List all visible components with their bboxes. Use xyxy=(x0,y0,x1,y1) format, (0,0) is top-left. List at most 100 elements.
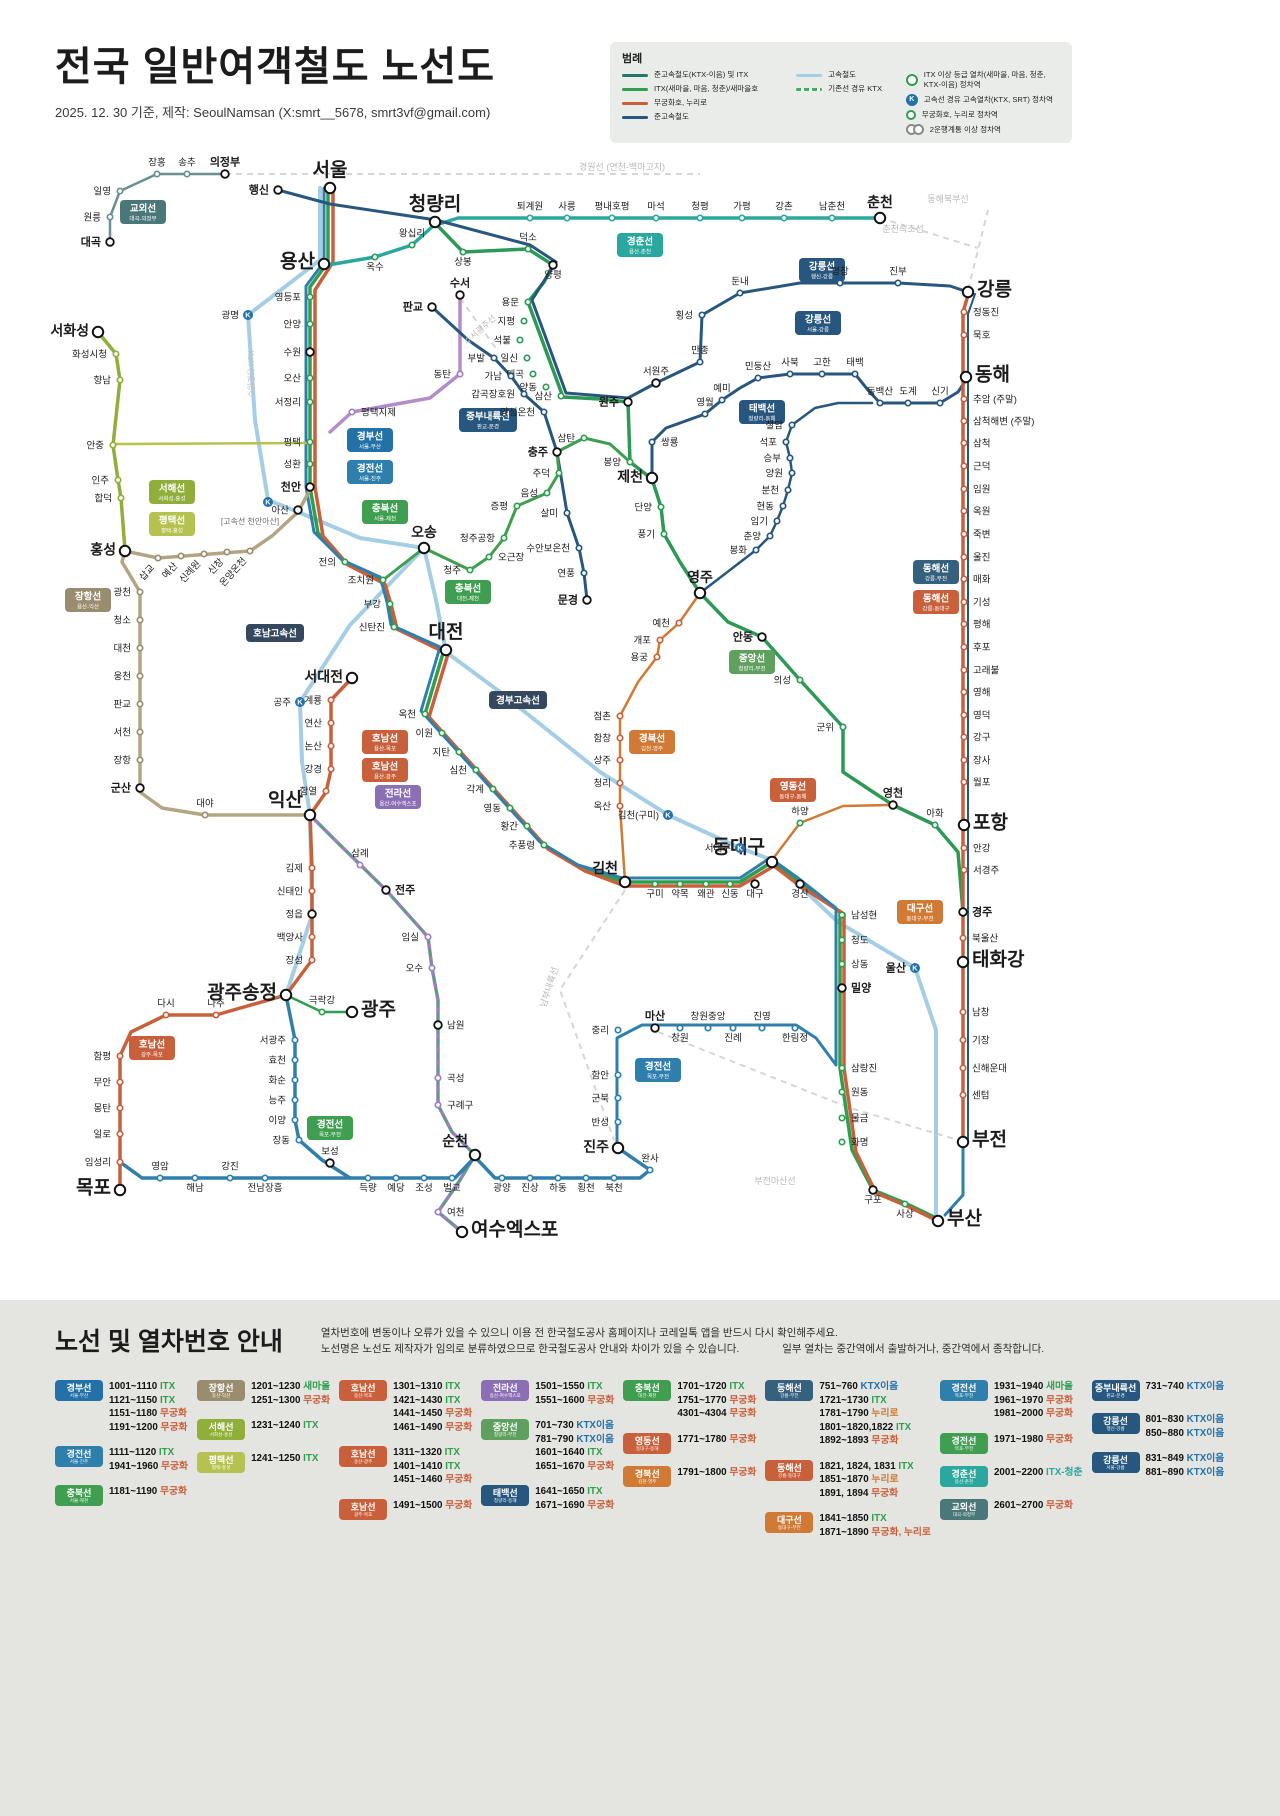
station-영덕[interactable]: 영덕 xyxy=(960,711,990,722)
station-화순[interactable]: 화순 xyxy=(269,1076,299,1087)
station-태화강[interactable]: 태화강 xyxy=(956,949,1025,971)
station-대전[interactable]: 대전 xyxy=(429,621,464,657)
station-후포[interactable]: 후포 xyxy=(960,643,991,654)
station-일신[interactable]: 일신 xyxy=(501,354,531,365)
station-증평[interactable]: 증평 xyxy=(491,502,521,513)
station-진례[interactable]: 진례 xyxy=(724,1024,742,1044)
station-영월[interactable]: 영월 xyxy=(696,397,714,418)
station-동백산[interactable]: 동백산 xyxy=(867,387,893,407)
station-정동진[interactable]: 정동진 xyxy=(960,308,999,319)
station-원릉[interactable]: 원릉 xyxy=(84,213,114,224)
station-장사[interactable]: 장사 xyxy=(960,756,991,767)
station-매곡[interactable]: 매곡 xyxy=(507,370,537,381)
station-묵호[interactable]: 묵호 xyxy=(960,331,991,342)
station-청주[interactable]: 청주 xyxy=(444,566,474,577)
station-충주[interactable]: 충주 xyxy=(528,445,562,459)
station-진상[interactable]: 진상 xyxy=(521,1174,539,1194)
station-삼산[interactable]: 삼산 xyxy=(535,392,565,403)
station-삼척[interactable]: 삼척 xyxy=(960,439,990,450)
station-장성[interactable]: 장성 xyxy=(286,956,316,967)
station-안중[interactable]: 안중 xyxy=(87,441,117,452)
station-안양[interactable]: 안양 xyxy=(284,320,314,331)
station-삼탄[interactable]: 삼탄 xyxy=(558,434,588,445)
station-수원[interactable]: 수원 xyxy=(284,347,315,359)
station-인주[interactable]: 인주 xyxy=(92,476,122,487)
station-옥원[interactable]: 옥원 xyxy=(960,507,990,518)
station-사릉[interactable]: 사릉 xyxy=(558,202,576,222)
station-신태인[interactable]: 신태인 xyxy=(277,887,316,898)
station-능주[interactable]: 능주 xyxy=(269,1096,299,1107)
station-근덕[interactable]: 근덕 xyxy=(960,462,990,473)
station-함평[interactable]: 함평 xyxy=(94,1052,124,1063)
station-덕소[interactable]: 덕소 xyxy=(519,233,537,253)
station-의성[interactable]: 의성 xyxy=(774,676,804,687)
station-광명[interactable]: K광명 xyxy=(222,310,253,322)
station-상동[interactable]: 상동 xyxy=(838,960,869,971)
station-서경주[interactable]: 서경주 xyxy=(960,865,999,877)
station-사상[interactable]: 사상 xyxy=(896,1200,914,1220)
station-센텀[interactable]: 센텀 xyxy=(959,1090,989,1102)
station-옥수[interactable]: 옥수 xyxy=(366,253,384,273)
station-김제[interactable]: 김제 xyxy=(286,863,316,875)
station-오산[interactable]: 오산 xyxy=(284,374,314,385)
station-화성시청[interactable]: 화성시청 xyxy=(72,350,120,361)
station-주덕[interactable]: 주덕 xyxy=(533,469,563,480)
station-여수엑스포[interactable]: 여수엑스포 xyxy=(455,1219,559,1241)
station-옥천[interactable]: 옥천 xyxy=(399,710,429,721)
station-철암[interactable]: 철암 xyxy=(766,420,796,432)
station-양동[interactable]: 양동 xyxy=(520,383,550,394)
station-평택[interactable]: 평택 xyxy=(284,438,314,449)
station-김천[interactable]: 김천 xyxy=(592,860,632,889)
station-감곡장호원[interactable]: 감곡장호원 xyxy=(471,389,528,401)
station-광양[interactable]: 광양 xyxy=(493,1174,511,1194)
station-남춘천[interactable]: 남춘천 xyxy=(819,202,845,222)
station-판교[interactable]: 판교 xyxy=(114,700,144,711)
station-태백[interactable]: 태백 xyxy=(846,358,864,378)
station-음성[interactable]: 음성 xyxy=(521,489,551,500)
station-순천[interactable]: 순천 xyxy=(442,1133,482,1162)
station-용궁[interactable]: 용궁 xyxy=(631,653,661,664)
station-오송[interactable]: 오송 xyxy=(411,524,437,555)
station-사북[interactable]: 사북 xyxy=(781,358,799,378)
station-진영[interactable]: 진영 xyxy=(753,1012,771,1032)
station-승부[interactable]: 승부 xyxy=(764,454,794,465)
station-청소[interactable]: 청소 xyxy=(114,616,144,627)
station-목포[interactable]: 목포 xyxy=(76,1177,127,1199)
station-광주송정[interactable]: 광주송정 xyxy=(207,982,293,1004)
station-영암[interactable]: 영암 xyxy=(151,1161,169,1182)
station-반성[interactable]: 반성 xyxy=(592,1118,622,1129)
station-마산[interactable]: 마산 xyxy=(645,1009,665,1033)
station-성환[interactable]: 성환 xyxy=(284,459,314,471)
station-조치원[interactable]: 조치원 xyxy=(348,575,387,587)
station-현동[interactable]: 현동 xyxy=(757,502,787,513)
station-왕십리[interactable]: 왕십리 xyxy=(399,229,425,249)
station-극락강[interactable]: 극락강 xyxy=(309,995,335,1016)
station-죽변[interactable]: 죽변 xyxy=(960,530,990,541)
station-분천[interactable]: 분천 xyxy=(762,486,792,497)
station-석포[interactable]: 석포 xyxy=(760,438,790,449)
station-추풍령[interactable]: 추풍령 xyxy=(509,840,548,852)
station-평창[interactable]: 평창 xyxy=(831,267,849,287)
station-대구[interactable]: 대구 xyxy=(746,879,764,900)
station-오수[interactable]: 오수 xyxy=(406,964,436,975)
station-풍기[interactable]: 풍기 xyxy=(638,530,668,541)
station-동탄[interactable]: 동탄 xyxy=(434,370,464,381)
station-만종[interactable]: 만종 xyxy=(691,346,709,366)
station-남창[interactable]: 남창 xyxy=(959,1008,990,1019)
station-득량[interactable]: 득량 xyxy=(359,1174,377,1194)
station-해남[interactable]: 해남 xyxy=(186,1174,204,1194)
station-행신[interactable]: 행신 xyxy=(249,183,283,197)
station-서울[interactable]: 서울 xyxy=(313,159,348,195)
station-함창[interactable]: 함창 xyxy=(594,734,624,745)
station-구미[interactable]: 구미 xyxy=(646,880,664,900)
station-전의[interactable]: 전의 xyxy=(319,558,349,569)
station-양평[interactable]: 양평 xyxy=(544,260,562,281)
station-문경[interactable]: 문경 xyxy=(558,593,592,607)
station-서대전[interactable]: 서대전 xyxy=(304,669,359,685)
station-경주[interactable]: 경주 xyxy=(958,905,992,919)
station-추암 (주말)[interactable]: 추암 (주말) xyxy=(960,394,1017,406)
station-판교[interactable]: 판교 xyxy=(403,300,437,314)
station-광천[interactable]: 광천 xyxy=(114,587,144,599)
station-진주[interactable]: 진주 xyxy=(583,1139,625,1155)
station-청량리[interactable]: 청량리 xyxy=(409,193,461,229)
